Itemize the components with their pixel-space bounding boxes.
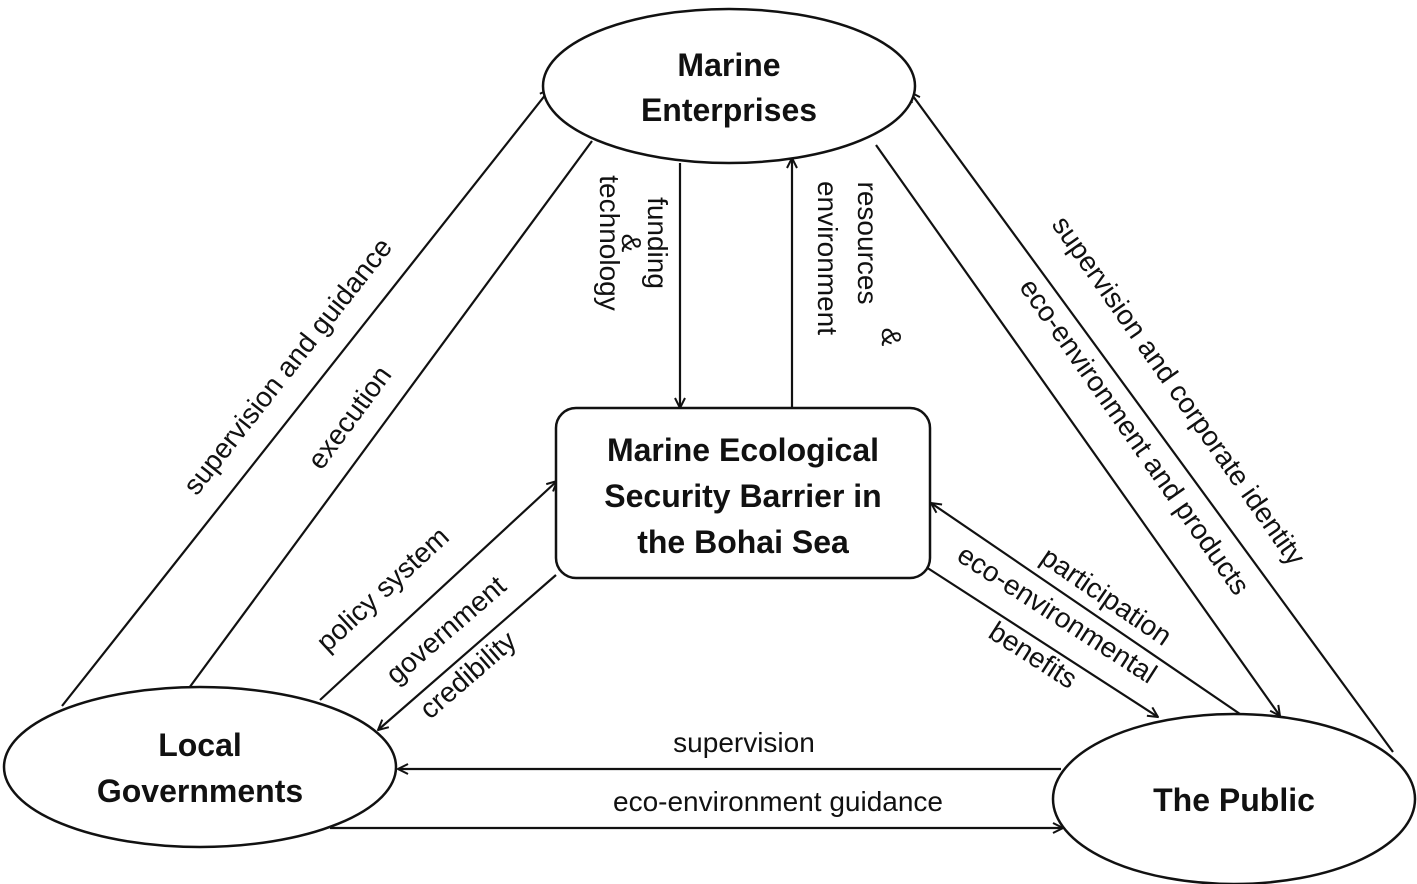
- node-label: Enterprises: [641, 92, 817, 128]
- node-label: the Bohai Sea: [637, 524, 849, 560]
- label-supervision-and-guidance: supervision and guidance: [177, 232, 398, 500]
- edge-me-to-lg-execution: [178, 140, 593, 703]
- edge-barrier-to-public-benefits: [925, 566, 1158, 717]
- node-shape: [541, 7, 917, 165]
- node-local-governments: Local Governments: [2, 685, 398, 849]
- label-environment: environment: [812, 181, 843, 335]
- label-resources: resources: [852, 182, 883, 305]
- node-label: Marine: [677, 47, 780, 83]
- label-eco-environment-guidance: eco-environment guidance: [613, 786, 943, 817]
- label-execution: execution: [301, 360, 397, 475]
- label-funding: funding: [642, 197, 673, 289]
- node-shape: [2, 685, 398, 849]
- edge-public-to-barrier-participation: [931, 503, 1241, 715]
- label-technology: technology: [594, 175, 625, 310]
- node-barrier: Marine Ecological Security Barrier in th…: [554, 406, 932, 580]
- label-ampersand: &: [876, 328, 907, 347]
- edge-lg-to-me-supervision-guidance: [61, 89, 550, 707]
- edge-lg-to-barrier-policy: [319, 481, 557, 701]
- edge-me-to-public-eco-products: [875, 144, 1280, 716]
- node-the-public: The Public: [1051, 712, 1417, 884]
- edge-barrier-to-lg-credibility: [378, 574, 557, 730]
- node-shape: [554, 406, 932, 580]
- edges: [61, 89, 1394, 828]
- node-label: The Public: [1153, 782, 1315, 818]
- node-shape: [1051, 712, 1417, 884]
- node-marine-enterprises: Marine Enterprises: [541, 7, 917, 165]
- label-ampersand: &: [616, 234, 647, 253]
- node-label: Local: [158, 727, 242, 763]
- label-supervision: supervision: [673, 727, 815, 758]
- edge-public-to-me-supervision-identity: [910, 92, 1394, 753]
- node-label: Security Barrier in: [604, 478, 881, 514]
- node-label: Marine Ecological: [607, 432, 879, 468]
- node-label: Governments: [97, 773, 303, 809]
